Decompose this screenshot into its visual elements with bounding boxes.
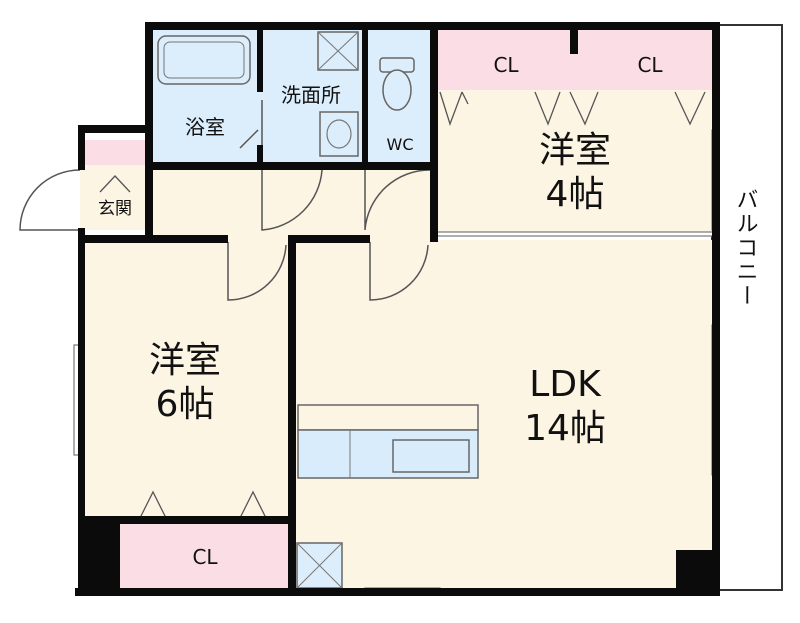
- hall-floor: [150, 165, 435, 240]
- closet-bifold-doors: [99, 91, 706, 523]
- closet-top-right-label: CL: [637, 53, 663, 77]
- closet-bottom-label: CL: [192, 545, 218, 569]
- ldk-size-label: 14帖: [524, 408, 606, 449]
- closet-top-right-fill: [575, 28, 715, 90]
- western-small-size-label: 4帖: [546, 174, 605, 215]
- balcony-area: [711, 24, 783, 591]
- western-small-name-label: 洋室: [539, 130, 611, 171]
- ldk-name-label: LDK: [529, 364, 602, 405]
- western-large-name-label: 洋室: [149, 340, 221, 381]
- bathtub-icon: [157, 35, 251, 85]
- western-large-floor: [80, 240, 295, 520]
- floor-areas: [80, 90, 715, 590]
- closet-top-left-label: CL: [493, 53, 519, 77]
- room-labels: 浴室 洗面所 WC CL CL 洋室 4帖 玄関 洋室 6帖 LDK 14帖 C…: [98, 53, 758, 569]
- wc-label: WC: [387, 135, 414, 154]
- closet-top-left-fill: [435, 28, 575, 90]
- sink-icon: [392, 439, 470, 473]
- closet-bottom-fill: [120, 522, 290, 590]
- western-small-floor: [435, 90, 715, 235]
- bath-label: 浴室: [185, 115, 225, 139]
- western-large-size-label: 6帖: [156, 384, 215, 425]
- wash-basin-icon: [319, 111, 359, 157]
- entrance-floor: [80, 165, 150, 230]
- kitchen-counter: [297, 404, 479, 479]
- washroom-label: 洗面所: [281, 83, 341, 107]
- toilet-icon: [379, 57, 415, 111]
- washing-machine-icon: [317, 31, 359, 71]
- entrance-shoe-closet: [85, 140, 145, 165]
- balcony-label: バルコニー: [733, 188, 758, 308]
- entrance-label: 玄関: [98, 199, 132, 219]
- door-swings: [19, 100, 431, 301]
- storage-box-icon: [296, 542, 343, 589]
- walls: [75, 22, 720, 596]
- closets: [85, 28, 715, 590]
